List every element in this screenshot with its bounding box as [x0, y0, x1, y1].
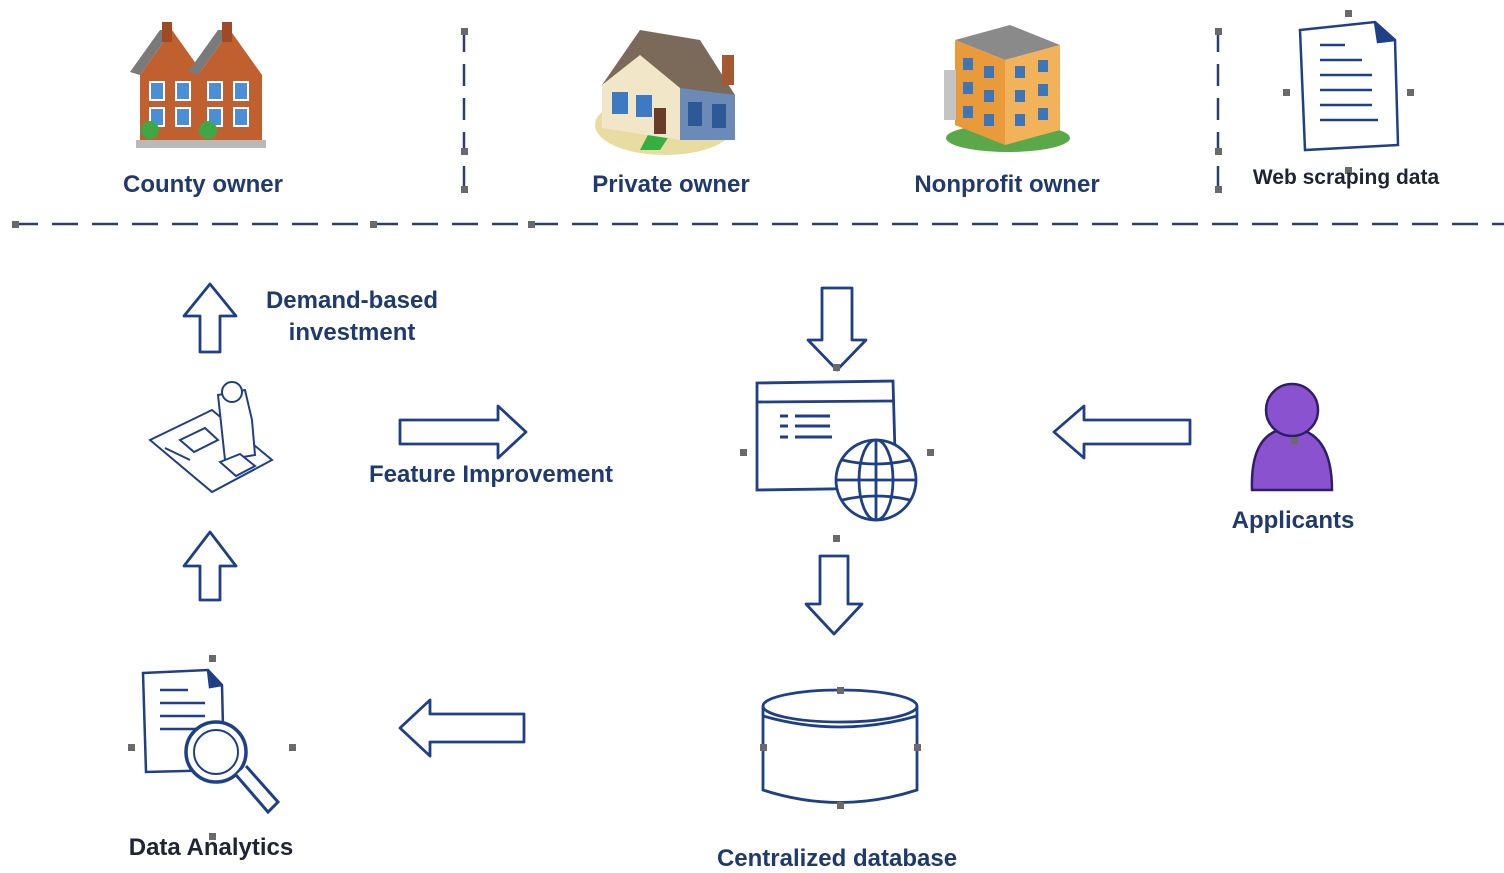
document-icon — [1298, 20, 1400, 152]
applicants-label: Applicants — [1231, 507, 1355, 534]
townhouses-icon — [130, 22, 266, 148]
portal-handles — [740, 364, 934, 542]
arrow-right-feature — [398, 404, 528, 460]
selection-handles — [12, 28, 1222, 228]
arrow-left-analytics — [398, 698, 526, 758]
document-magnifier-icon — [141, 668, 281, 815]
demand-investment-label: Demand-based investment — [266, 285, 438, 349]
arrow-down-database — [804, 554, 864, 636]
web-scraping-label: Web scraping data — [1252, 166, 1440, 189]
database-handles — [760, 687, 921, 809]
data-analytics-label: Data Analytics — [128, 834, 294, 861]
county-owner-label: County owner — [123, 171, 283, 198]
apartment-building-icon — [944, 25, 1070, 152]
private-owner-label: Private owner — [592, 171, 750, 198]
nonprofit-owner-label: Nonprofit owner — [914, 171, 1100, 198]
arrow-up-analytics — [182, 530, 238, 602]
web-portal-globe-icon — [755, 379, 918, 522]
database-cylinder-icon — [761, 688, 919, 804]
person-handle — [1291, 437, 1298, 444]
house-icon — [595, 30, 735, 155]
feature-improvement-label: Feature Improvement — [368, 461, 614, 488]
arrow-up-investment — [182, 282, 238, 354]
office-worker-desk-icon — [148, 381, 274, 494]
demand-investment-line1: Demand-based — [265, 287, 439, 314]
sketch-arrows — [182, 282, 1192, 758]
analytics-handles — [128, 655, 296, 840]
document-handles — [1283, 10, 1414, 174]
arrow-down-portal — [806, 286, 868, 372]
person-icon — [1250, 382, 1334, 492]
demand-investment-line2: investment — [288, 319, 416, 346]
section-dividers — [12, 30, 1504, 226]
arrow-left-applicants — [1052, 404, 1192, 460]
centralized-database-label: Centralized database — [716, 845, 958, 872]
